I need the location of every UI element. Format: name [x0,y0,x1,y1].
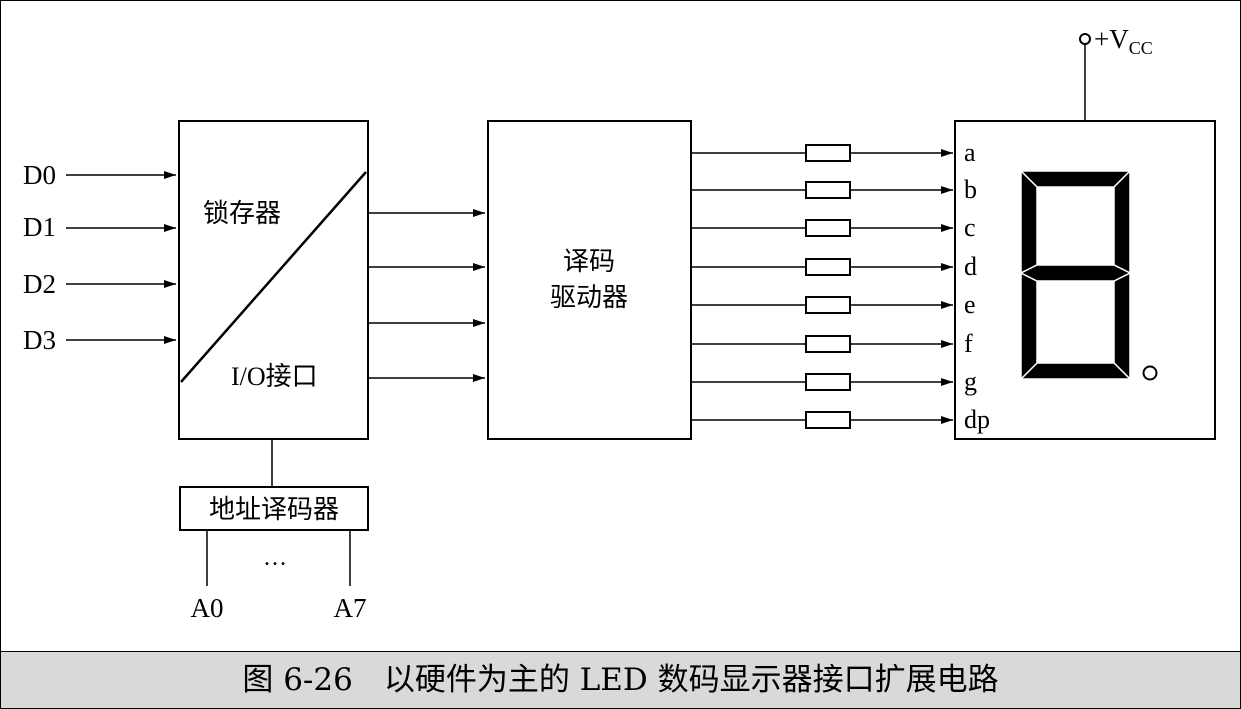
segment-label-b: b [964,175,977,204]
latch-diagonal [180,171,367,383]
decoder-driver-block: 译码 驱动器 [487,120,692,440]
segment-d-shape [1019,362,1132,380]
segment-line-g: g [691,367,977,396]
latch-to-decoder-arrows [368,209,485,382]
io-interface-label: I/O接口 [231,362,318,391]
segment-line-d: d [691,252,977,281]
vcc-terminal [1079,33,1091,45]
input-label-d0: D0 [23,160,56,190]
segment-label-dp: dp [964,405,990,434]
vcc-label: +VCC [1094,24,1153,58]
segment-c-shape [1113,271,1131,381]
segment-f-shape [1020,169,1038,275]
input-label-d2: D2 [23,269,56,299]
address-label-a0: A0 [191,593,224,623]
vcc-prefix: +V [1094,24,1129,54]
vcc-supply: +VCC [1079,24,1153,121]
segment-label-d: d [964,252,977,281]
address-label-a7: A7 [334,593,367,623]
segment-b-shape [1113,169,1131,275]
segment-label-c: c [964,213,976,242]
decoder-box [487,120,692,440]
address-decoder-label: 地址译码器 [209,495,339,525]
segment-g-shape [1019,264,1132,282]
resistor-d [805,258,851,276]
input-label-d3: D3 [23,325,56,355]
seven-segment-display [954,120,1216,440]
resistor-g [805,373,851,391]
segment-line-c: c [691,213,976,242]
segment-a-shape [1019,170,1132,188]
figure-caption: 图 6-26 以硬件为主的 LED 数码显示器接口扩展电路 [1,651,1240,708]
segment-label-a: a [964,138,976,167]
resistor-f [805,335,851,353]
latch-box [178,120,369,440]
decoder-label-line2: 驱动器 [550,283,628,313]
resistor-a [805,144,851,162]
segment-label-g: g [964,367,977,396]
latch-io-block: 锁存器 I/O接口 [178,120,369,440]
segment-label-e: e [964,290,976,319]
address-decoder-box [179,486,369,531]
vcc-subscript: CC [1129,38,1153,58]
resistor-b [805,181,851,199]
segment-e-shape [1020,271,1038,381]
latch-label: 锁存器 [203,199,281,229]
segment-line-a: a [691,138,976,167]
segment-lines: a b c d e f g [691,138,990,434]
decimal-point [1142,365,1158,381]
segment-label-f: f [964,329,973,358]
resistor-c [805,219,851,237]
segment-line-dp: dp [691,405,990,434]
segment-line-b: b [691,175,977,204]
circuit-diagram: D0 D1 D2 D3 锁存器 I/O接口 地址译码器 … A0 A7 译码 驱… [23,24,1216,623]
digit-segments [1019,169,1132,381]
address-decoder-block: 地址译码器 … A0 A7 [179,439,369,623]
resistor-e [805,296,851,314]
data-inputs: D0 D1 D2 D3 [23,160,176,355]
input-label-d1: D1 [23,212,56,242]
decoder-label-line1: 译码 [563,247,615,277]
segment-line-f: f [691,329,973,358]
resistor-dp [805,411,851,429]
segment-line-e: e [691,290,976,319]
address-ellipsis: … [263,545,287,571]
